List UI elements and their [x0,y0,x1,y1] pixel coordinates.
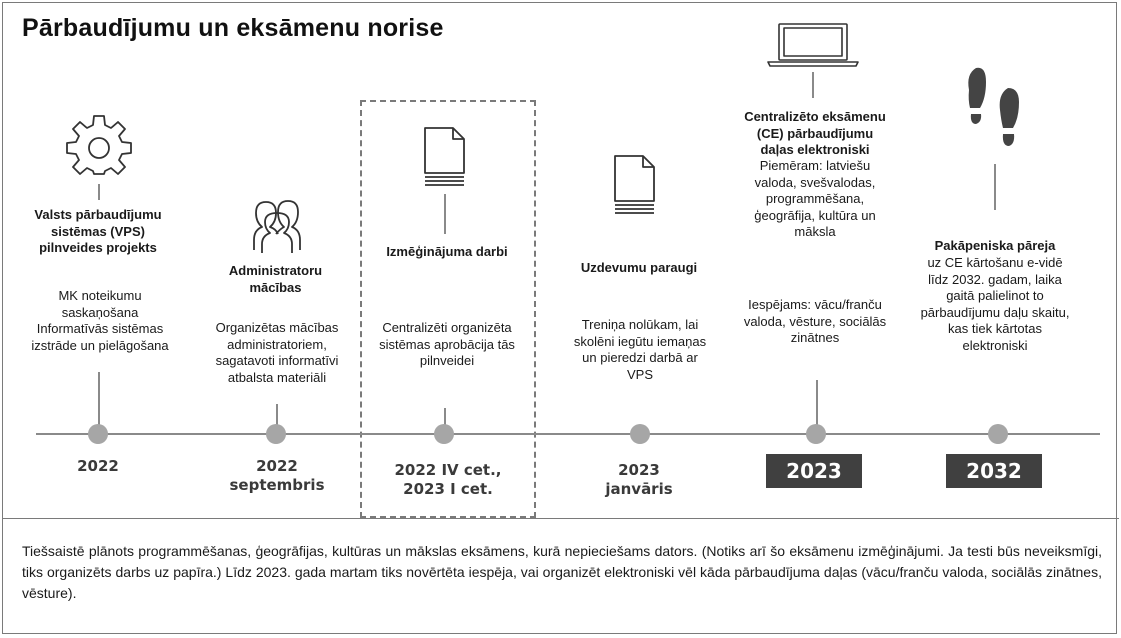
milestone-date: 2023 janvāris [605,461,673,498]
milestone-date-badge: 2032 [946,454,1042,488]
document-icon [424,127,465,186]
timeline-dot [806,424,826,444]
highlight-box-bottom [360,516,536,518]
timeline-dot [630,424,650,444]
milestone-date: 2022 [77,457,119,475]
timeline-dot [988,424,1008,444]
milestone-body-extra: Iespējams: vācu/franču valoda, vēsture, … [743,297,887,345]
document-icon [614,155,655,214]
milestone-date-badge: 2023 [766,454,862,488]
milestone-date: 2022 septembris [229,457,325,494]
milestone-heading: Uzdevumu paraugi [580,260,698,275]
milestone-body: Organizētas mācības administratoriem, sa… [215,320,339,385]
people-icon [253,200,301,253]
connector-line [994,164,996,210]
connector-line [276,404,278,432]
connector-line [816,380,818,432]
milestone-body: Piemēram: latviešu valoda, svešvalodas, … [754,158,876,239]
footnote-divider [2,518,1119,519]
milestone-heading: Valsts pārbaudījumu sistēmas (VPS) pilnv… [34,207,162,255]
footprints-icon [968,67,1019,146]
milestone-heading: Centralizēto eksāmenu (CE) pārbaudījumu … [744,109,886,157]
gear-icon [66,115,132,175]
timeline-dot [266,424,286,444]
milestone-body: MK noteikumu saskaņošana Informatīvās si… [31,288,169,353]
timeline-dot [88,424,108,444]
timeline-dot [434,424,454,444]
page-title: Pārbaudījumu un eksāmenu norise [22,14,444,42]
milestone-body: Centralizēti organizēta sistēmas aprobāc… [379,320,515,368]
milestone-heading: Pakāpeniska pāreja [934,238,1056,253]
milestone-date: 2022 IV cet., 2023 I cet. [394,461,502,498]
milestone-heading: Izmēģinājuma darbi [386,244,508,259]
milestone-heading: Administratoru mācības [228,263,323,295]
milestone-body: uz CE kārtošanu e-vidē līdz 2032. gadam,… [920,255,1070,353]
laptop-icon [767,23,859,67]
footnote-text: Tiešsaistē plānots programmēšanas, ģeogr… [22,543,1102,601]
timeline-axis [36,433,1100,435]
connector-line [98,184,100,200]
connector-line [444,408,446,432]
connector-line [444,194,446,234]
connector-line [98,372,100,432]
milestone-body: Treniņa nolūkam, lai skolēni iegūtu iema… [573,317,707,382]
connector-line [812,72,814,98]
highlight-box [360,100,536,518]
